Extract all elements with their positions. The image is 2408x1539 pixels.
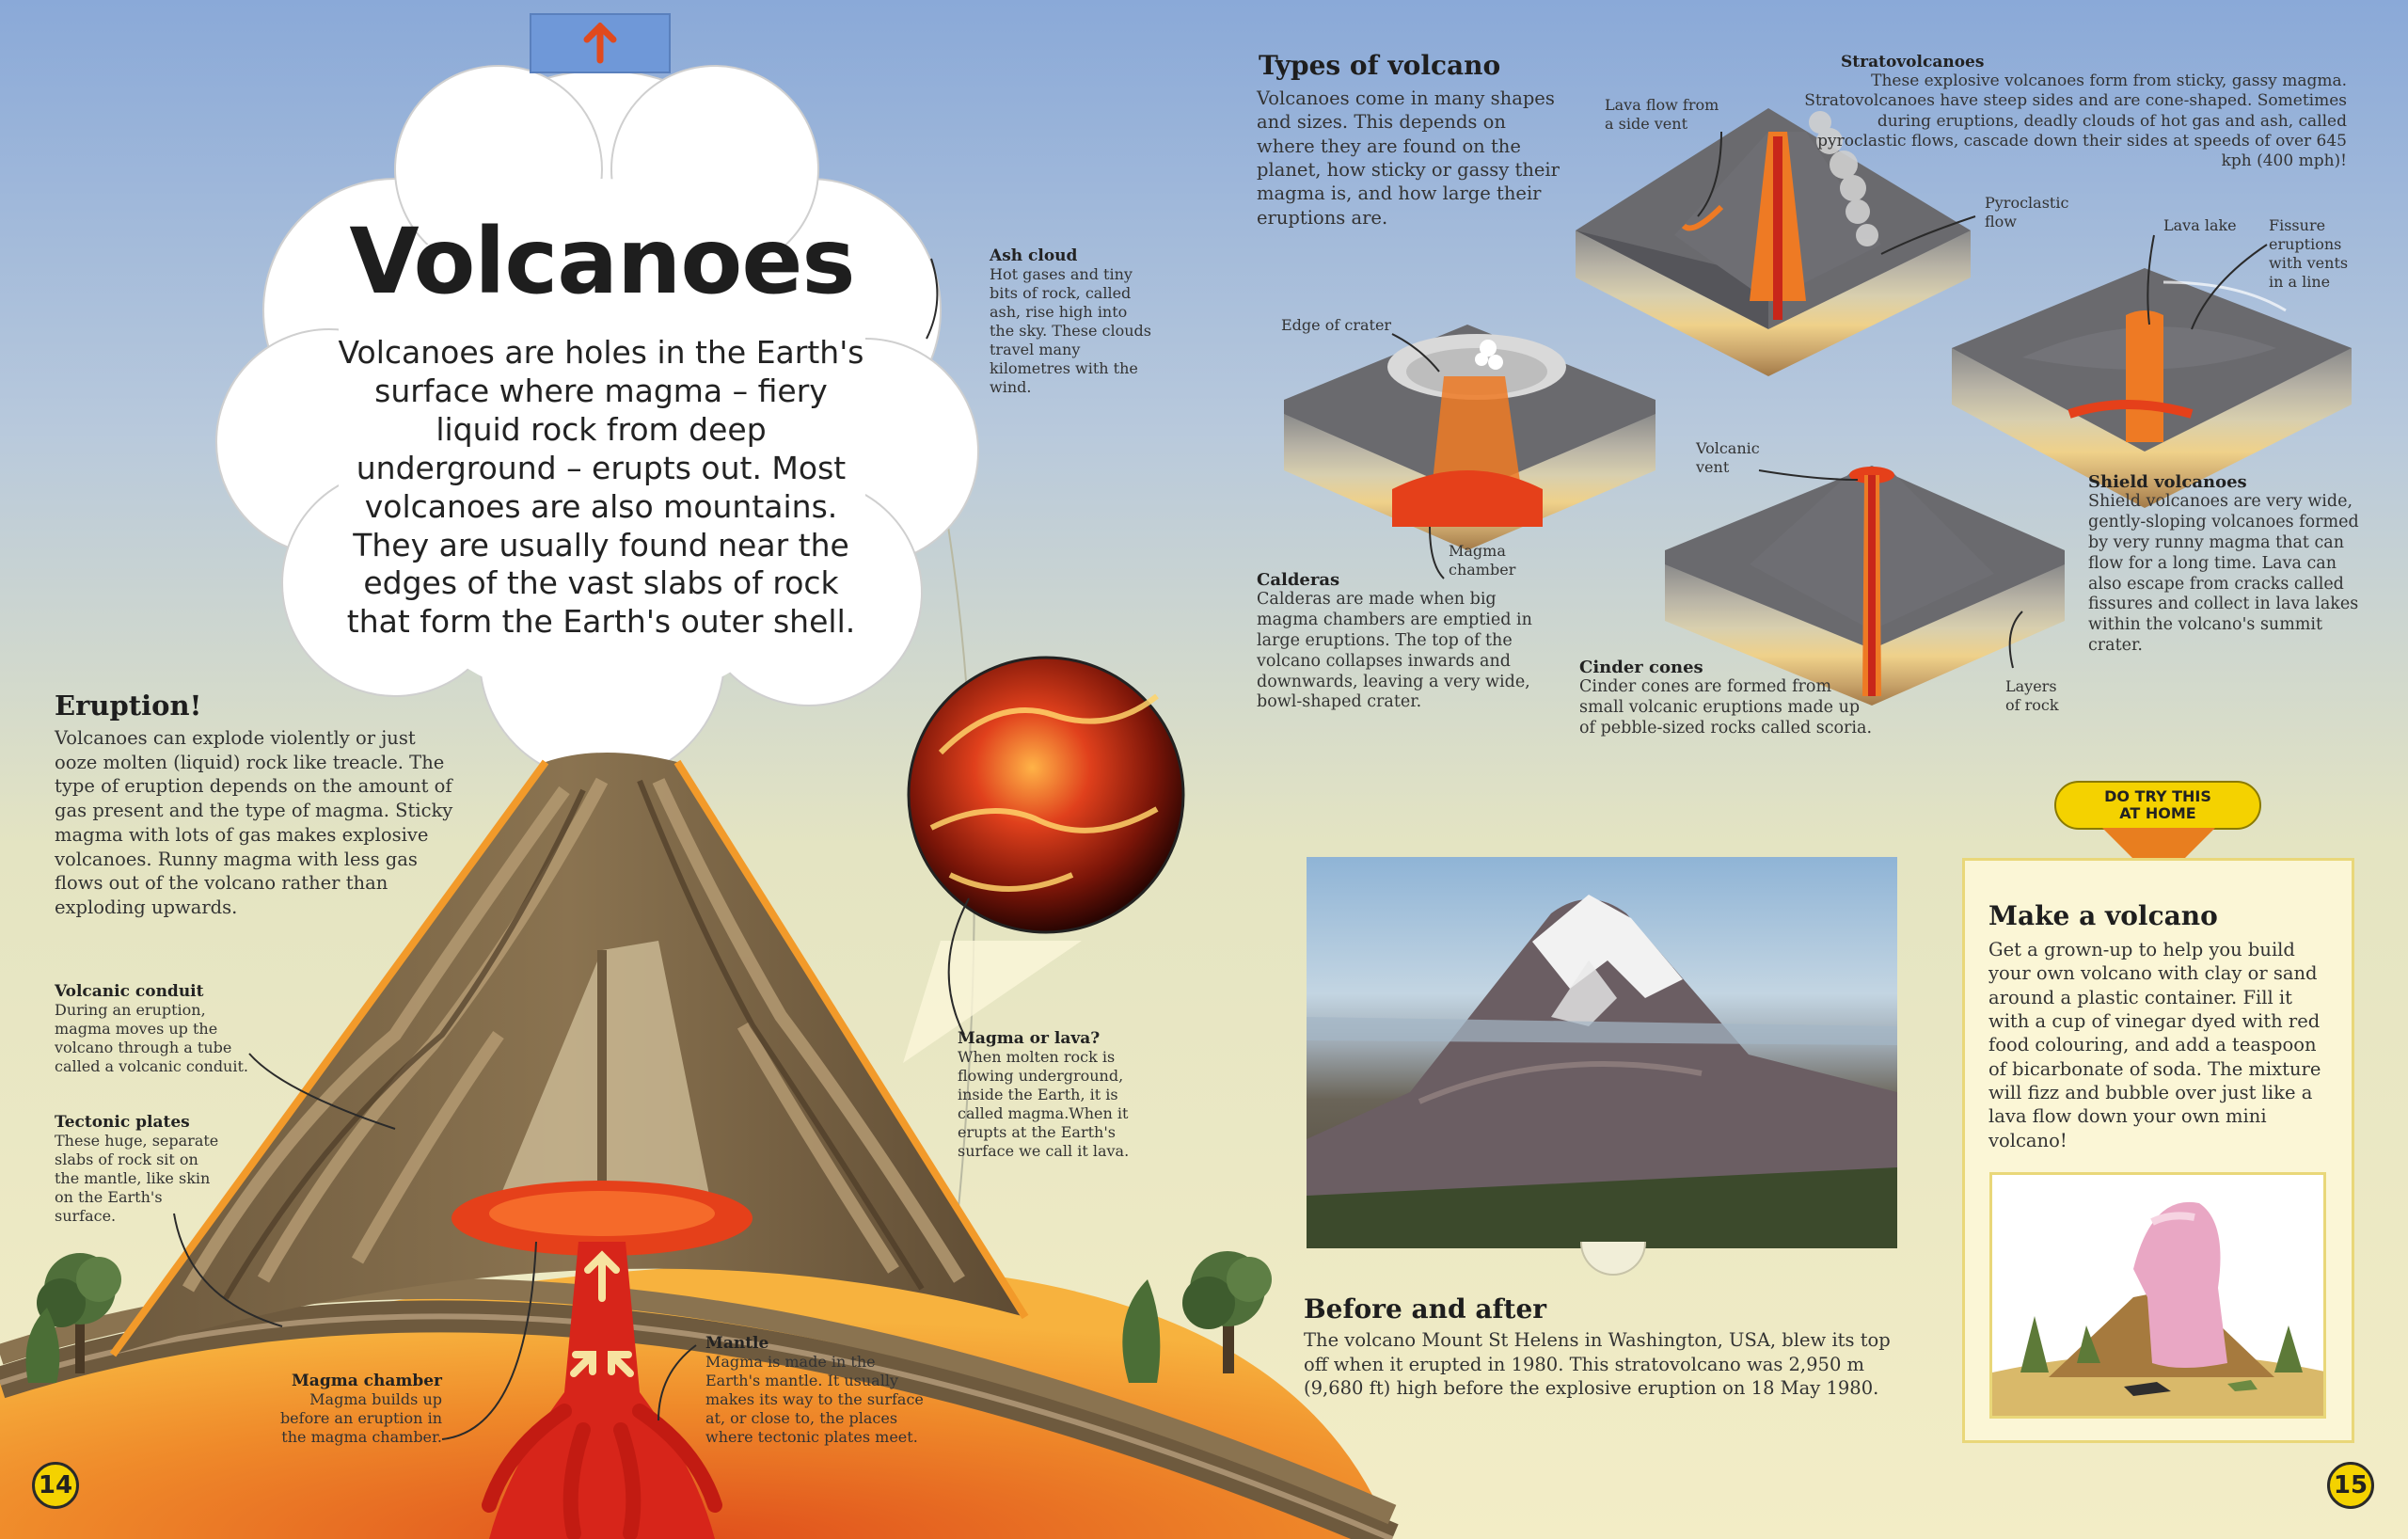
tree-right [1182,1251,1272,1373]
leader-fissure [2191,244,2268,330]
label-lava-flow: Lava flow from a side vent [1605,96,1719,133]
leader-mantle [657,1344,697,1421]
label-magma-lava-text: When molten rock is flowing underground,… [958,1048,1130,1160]
types-text: Volcanoes come in many shapes and sizes.… [1257,87,1560,229]
label-conduit-title: Volcanic conduit [55,982,204,1001]
leader-ash [926,258,939,340]
fern-right [1122,1279,1161,1383]
label-ash-cloud-text: Hot gases and tiny bits of rock, called … [990,265,1151,396]
make-volcano-text: Get a grown-up to help you build your ow… [1988,939,2321,1151]
label-mantle-text: Magma is made in the Earth's mantle. It … [705,1353,924,1446]
label-vent: Volcanic vent [1696,439,1760,476]
leader-magma-chamber [1429,526,1445,579]
label-ash-cloud: Ash cloud Hot gases and tiny bits of roc… [990,246,1154,397]
label-chamber-text: Magma builds up before an eruption in th… [279,1390,442,1446]
label-plates: Tectonic plates These huge, separate sla… [55,1113,219,1226]
shield-title: Shield volcanoes [2088,472,2247,492]
label-layers: Layers of rock [2005,677,2059,714]
types-heading: Types of volcano [1259,50,1501,81]
calderas-section: Calderas Calderas are made when big magm… [1257,570,1539,713]
eruption-heading: Eruption! [55,690,202,722]
label-magma-lava: Magma or lava? When molten rock is flowi… [958,1029,1136,1161]
before-after-heading: Before and after [1304,1293,1547,1325]
label-chamber: Magma chamber Magma builds up before an … [273,1372,442,1447]
label-lava-lake: Lava lake [2163,216,2237,234]
mount-st-helens-photo [1307,857,1897,1248]
label-magma-lava-title: Magma or lava? [958,1029,1101,1048]
leader-magma-lava [947,897,970,1036]
strato-text: These explosive volcanoes form from stic… [1804,71,2347,170]
leader-pyroclastic [1880,215,1976,255]
shield-section: Shield volcanoes Shield volcanoes are ve… [2088,472,2361,657]
eruption-text: Volcanoes can explode violently or just … [55,727,453,919]
leader-lava-lake [2147,234,2155,325]
stratovolcano-block [1576,108,1971,376]
cinder-text: Cinder cones are formed from small volca… [1579,677,1873,738]
leader-plates [173,1213,283,1327]
label-fissure: Fissure eruptions with vents in a line [2269,216,2349,291]
label-pyroclastic: Pyroclastic flow [1985,194,2069,230]
before-after-text: The volcano Mount St Helens in Washingto… [1304,1329,1891,1400]
calderas-title: Calderas [1257,570,1340,590]
cinder-block [1665,466,2065,706]
label-conduit-text: During an eruption, magma moves up the v… [55,1001,248,1075]
leader-conduit [248,1053,396,1130]
strato-title: Stratovolcanoes [1841,53,1985,71]
intro-text: Volcanoes are holes in the Earth's surfa… [338,334,864,641]
leader-layers [2008,611,2023,669]
cinder-title: Cinder cones [1579,658,1703,677]
label-plates-title: Tectonic plates [55,1113,190,1132]
nav-up-tab[interactable] [530,13,671,73]
magma-roots [489,1242,715,1539]
try-badge: DO TRY THIS AT HOME [2054,781,2261,830]
label-edge-crater: Edge of crater [1281,316,1392,334]
page-title: Volcanoes [349,209,855,314]
label-magma-chamber: Magma chamber [1449,542,1516,579]
page-number-right: 15 [2327,1462,2374,1509]
leader-chamber [441,1241,537,1440]
page-number-left: 14 [32,1462,79,1509]
strato-section: Stratovolcanoes These explosive volcanoe… [1792,53,2347,171]
label-ash-cloud-title: Ash cloud [990,246,1078,265]
leader-edge-crater [1391,333,1440,373]
arrow-up-icon [583,23,617,64]
cinder-section: Cinder cones Cinder cones are formed fro… [1579,658,1880,739]
try-badge-text: DO TRY THIS AT HOME [2104,787,2211,822]
make-volcano-heading: Make a volcano [1988,900,2218,931]
model-volcano-photo [1989,1172,2326,1419]
label-plates-text: These huge, separate slabs of rock sit o… [55,1132,219,1225]
magma-arrows [570,1250,634,1377]
caldera-block [1284,325,1656,550]
label-mantle: Mantle Magma is made in the Earth's mant… [705,1334,931,1447]
leader-lava-flow [1697,131,1722,217]
label-chamber-title: Magma chamber [291,1372,442,1390]
fern-left [25,1308,60,1383]
calderas-text: Calderas are made when big magma chamber… [1257,590,1532,712]
label-mantle-title: Mantle [705,1334,769,1353]
leader-vent [1758,469,1859,481]
shield-block [1952,268,2352,508]
label-conduit: Volcanic conduit During an eruption, mag… [55,982,257,1076]
shield-text: Shield volcanoes are very wide, gently-s… [2088,492,2359,656]
